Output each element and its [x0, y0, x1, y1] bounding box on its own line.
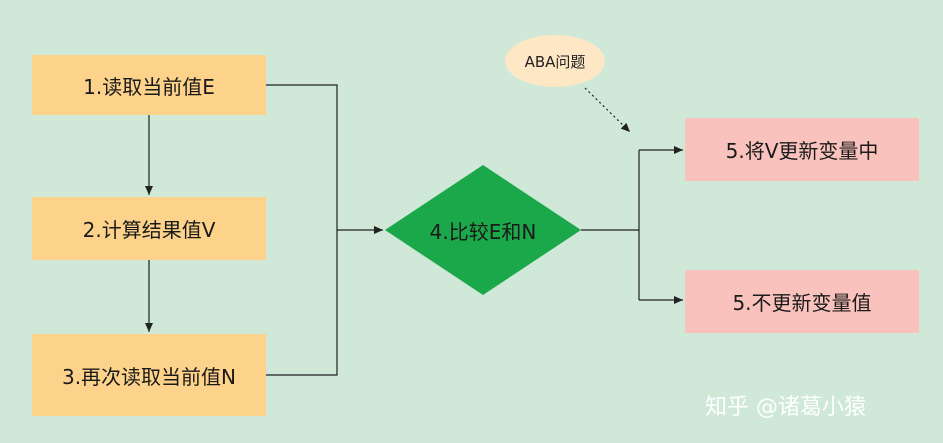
- connector-step1-to-merge: [266, 84, 338, 230]
- compare-label: 4.比较E和N: [429, 220, 537, 244]
- aba-note-pointer: [584, 87, 631, 133]
- step-reread-current-value-label: 3.再次读取当前值N: [61, 364, 237, 389]
- connector-step3-to-merge: [266, 230, 338, 376]
- result-no-update: 5.不更新变量值: [685, 270, 919, 333]
- result-no-update-label: 5.不更新变量值: [732, 291, 872, 315]
- aba-note-bubble: [505, 35, 605, 87]
- watermark: 知乎 @诸葛小猿: [705, 395, 866, 420]
- step-compute-result-label: 2.计算结果值V: [82, 218, 216, 242]
- step-compute-result: 2.计算结果值V: [32, 197, 266, 260]
- compare-diamond: [385, 165, 581, 295]
- step-read-current-value-label: 1.读取当前值E: [83, 74, 215, 99]
- step-reread-current-value: 3.再次读取当前值N: [32, 334, 266, 416]
- result-update-variable: 5.将V更新变量中: [685, 118, 919, 181]
- result-update-variable-label: 5.将V更新变量中: [725, 139, 879, 163]
- step-read-current-value: 1.读取当前值E: [32, 55, 266, 115]
- aba-note-label: ABA问题: [524, 52, 586, 71]
